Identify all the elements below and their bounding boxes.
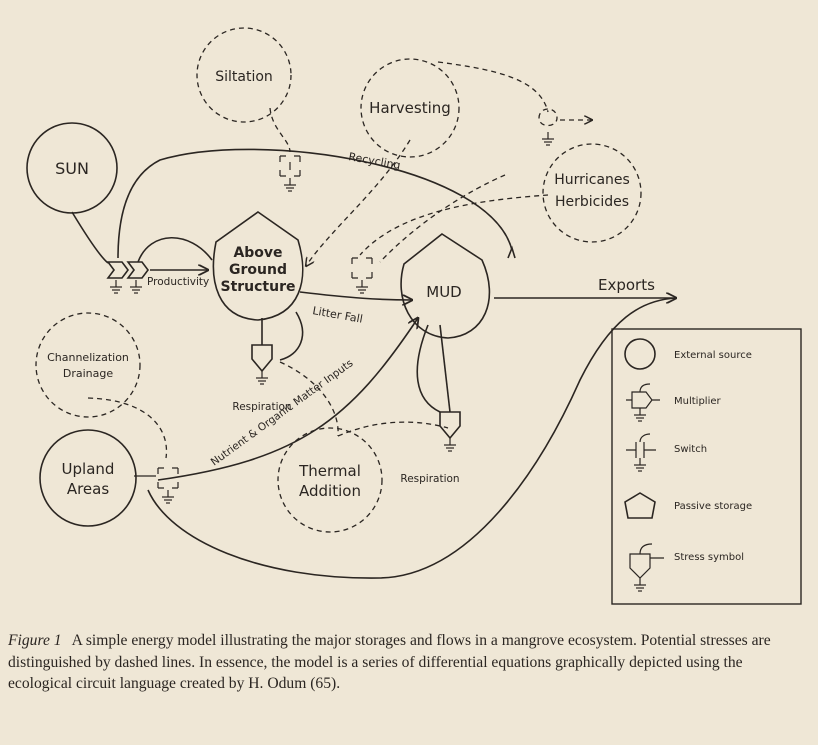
ground-mult-1 [109, 279, 123, 294]
sun-label: SUN [55, 159, 89, 178]
harvesting-to-structure-line [306, 139, 411, 266]
hurricanes-label: Hurricanes [554, 172, 630, 188]
exports-label: Exports [598, 276, 655, 294]
thermal-stress-line-2 [337, 421, 449, 437]
legend-label-switch: Switch [674, 444, 707, 455]
mud-label: MUD [426, 283, 461, 301]
thermal-circle [277, 427, 383, 533]
external-source-icon [624, 338, 656, 370]
respiration-left-feedback [279, 311, 304, 361]
above-ground-storage [212, 211, 304, 321]
switch-icon [626, 433, 656, 458]
productivity-multiplier-1 [106, 261, 129, 279]
sun-energy-flow [71, 211, 109, 264]
caption-text: A simple energy model illustrating the m… [8, 632, 771, 692]
litter-fall-label: Litter Fall [311, 304, 363, 326]
stress-symbol-icon [629, 543, 664, 579]
upland-label-1: Upland [62, 460, 115, 478]
productivity-multiplier-2 [126, 261, 149, 279]
multiplier-icon [626, 383, 660, 409]
thermal-label-1: Thermal [298, 462, 361, 480]
hurricanes-stress-line [359, 194, 549, 256]
figure-number: Figure 1 [8, 632, 62, 649]
legend-label-external-source: External source [674, 350, 752, 361]
passive-storage-icon [624, 492, 656, 519]
nutrient-inputs-flow [157, 318, 418, 481]
sun-circle [26, 122, 118, 214]
ground-mult-2 [129, 279, 143, 294]
respiration-left-symbol [251, 344, 273, 385]
respiration-right-flow-2 [439, 324, 451, 413]
upland-circle [39, 429, 137, 527]
harvesting-switch [538, 108, 558, 146]
respiration-right-label: Respiration [400, 473, 459, 485]
harvesting-stress-line [437, 61, 549, 113]
mud-input-switch [351, 257, 373, 294]
respiration-right-flow [416, 324, 441, 413]
above-ground-label-3: Structure [220, 279, 295, 295]
legend-stress-symbol: Stress symbol [629, 543, 744, 592]
drainage-label: Drainage [63, 367, 113, 380]
recycling-flow [117, 148, 513, 259]
thermal-stress-line-1 [279, 361, 339, 437]
legend-external-source: External source [624, 338, 752, 370]
legend-switch: Switch [626, 433, 707, 472]
siltation-stress-line [269, 107, 291, 153]
nutrient-inputs-label: Nutrient & Organic Matter Inputs [209, 357, 356, 468]
upland-export-flow [147, 297, 677, 579]
legend-label-multiplier: Multiplier [674, 396, 722, 407]
legend-label-passive-storage: Passive storage [674, 501, 752, 512]
mud-storage [400, 233, 491, 339]
structure-feedback-flow [137, 237, 213, 263]
upland-switch [157, 467, 179, 504]
siltation-circle [196, 27, 292, 123]
respiration-left-label: Respiration [232, 401, 291, 413]
siltation-switch [279, 155, 301, 192]
litter-fall-flow [299, 291, 412, 300]
above-ground-label-2: Ground [229, 262, 287, 278]
channelization-stress-line [87, 397, 168, 459]
harvesting-label: Harvesting [369, 99, 451, 117]
respiration-right-symbol [439, 411, 461, 452]
upland-label-2: Areas [67, 480, 110, 498]
channelization-label: Channelization [47, 351, 129, 364]
legend-multiplier: Multiplier [626, 383, 722, 422]
thermal-label-2: Addition [299, 482, 361, 500]
productivity-label: Productivity [147, 276, 209, 288]
recycling-arrowhead [507, 245, 516, 259]
legend-box [611, 328, 802, 605]
channelization-circle [35, 312, 141, 418]
above-ground-label-1: Above [233, 245, 282, 261]
hurricanes-herbicides-circle [542, 143, 642, 243]
herbicides-label: Herbicides [555, 194, 629, 210]
herbicide-stress-line [379, 174, 506, 263]
siltation-label: Siltation [215, 69, 273, 85]
legend-label-stress-symbol: Stress symbol [674, 552, 744, 563]
harvesting-circle [360, 58, 460, 158]
